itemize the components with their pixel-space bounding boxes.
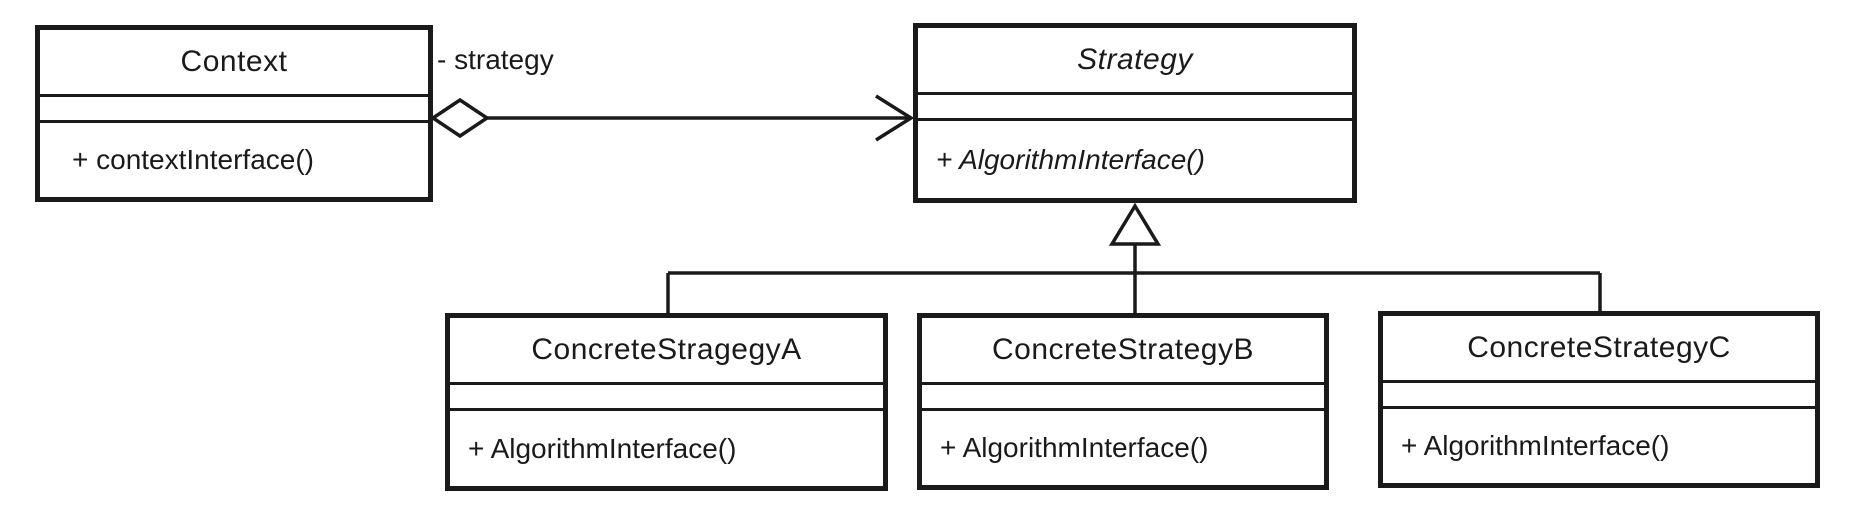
inheritance-triangle-icon [1108, 202, 1162, 246]
class-attributes-empty [922, 385, 1324, 411]
association-role-label: - strategy [437, 44, 554, 75]
class-method: + AlgorithmInterface() [936, 143, 1205, 175]
generalization-connector [666, 202, 1602, 316]
class-attributes-empty [918, 95, 1352, 121]
aggregation-diamond-icon [429, 97, 491, 139]
class-attributes-empty [450, 385, 883, 411]
class-box-strategy: Strategy + AlgorithmInterface() [913, 23, 1357, 203]
class-box-concrete-strategy-b: ConcreteStrategyB + AlgorithmInterface() [917, 313, 1329, 490]
aggregation-connector [429, 94, 915, 142]
open-arrowhead-icon [875, 94, 915, 142]
class-method: + AlgorithmInterface() [468, 432, 737, 464]
class-method: + AlgorithmInterface() [1401, 430, 1670, 461]
class-box-context: Context + contextInterface() [35, 25, 433, 202]
class-title: ConcreteStragegyA [450, 318, 883, 385]
class-title: ConcreteStrategyC [1383, 316, 1815, 383]
class-method: + contextInterface() [72, 144, 315, 175]
class-method: + AlgorithmInterface() [940, 432, 1209, 463]
class-attributes-empty [40, 97, 428, 123]
class-box-concrete-strategy-c: ConcreteStrategyC + AlgorithmInterface() [1378, 311, 1820, 488]
class-title: Context [40, 30, 428, 97]
class-box-concrete-strategy-a: ConcreteStragegyA + AlgorithmInterface() [445, 313, 888, 491]
class-title: Strategy [918, 28, 1352, 95]
class-attributes-empty [1383, 383, 1815, 409]
class-title: ConcreteStrategyB [922, 318, 1324, 385]
